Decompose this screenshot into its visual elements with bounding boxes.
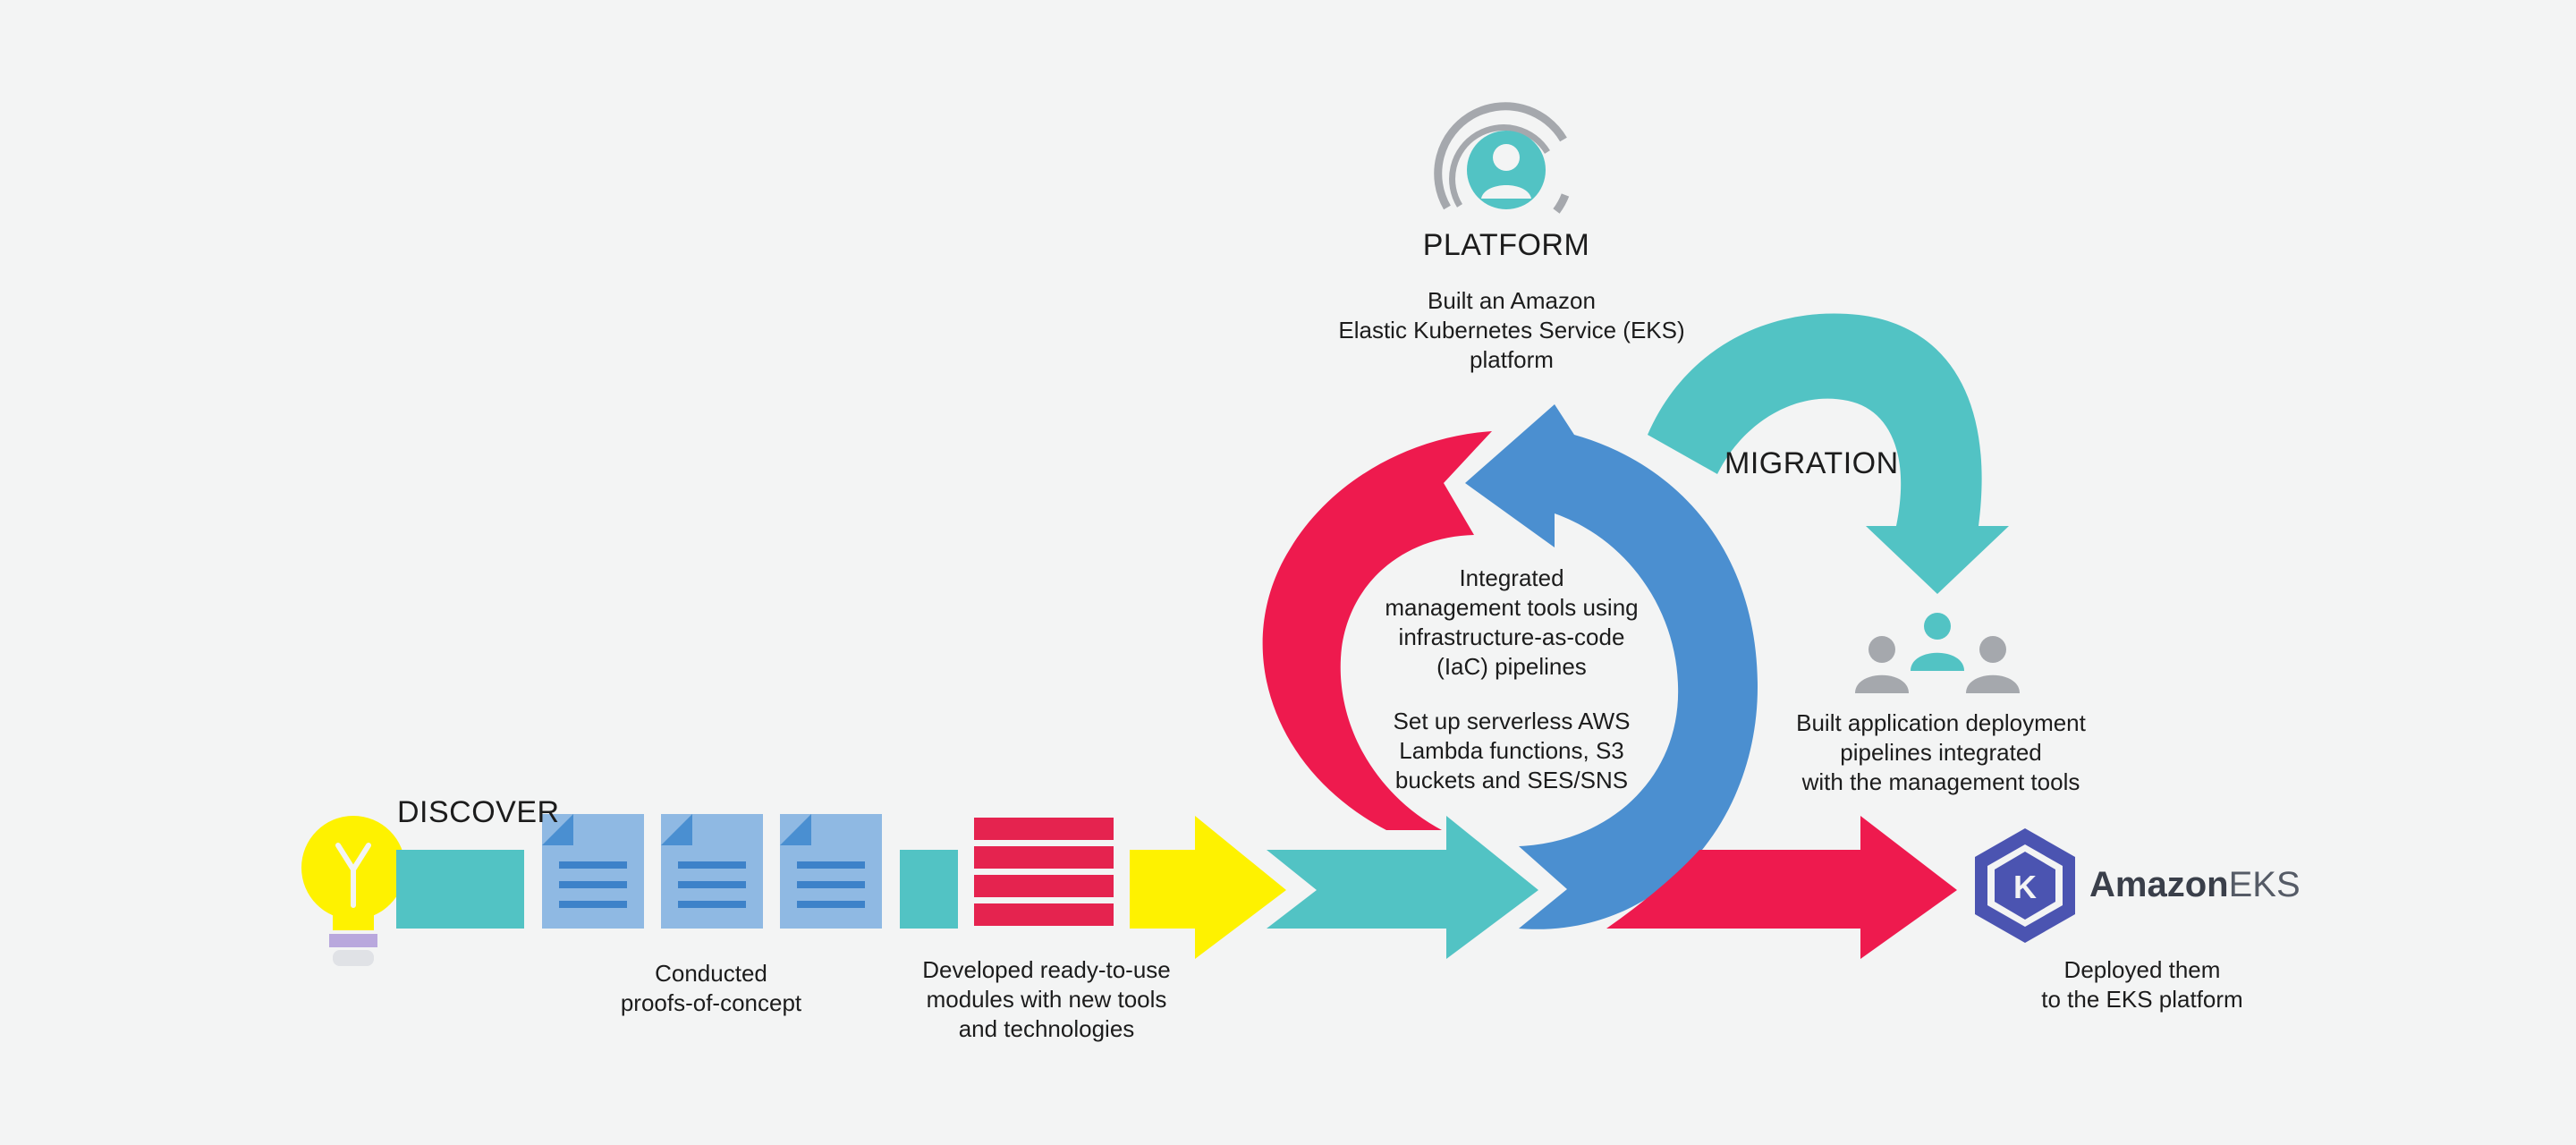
document-icon bbox=[780, 814, 882, 929]
platform-title: PLATFORM bbox=[1422, 228, 1590, 262]
pipelines-step-text: Built application deployment pipelines i… bbox=[1753, 708, 2129, 797]
modules-step-line: and technologies bbox=[958, 1015, 1135, 1042]
poc-step-text: Conducted proofs-of-concept bbox=[572, 959, 850, 1018]
lightbulb-icon bbox=[301, 816, 405, 966]
iac-step-line: management tools using bbox=[1385, 594, 1639, 621]
serverless-step-text: Set up serverless AWS Lambda functions, … bbox=[1342, 707, 1682, 795]
team-icon bbox=[1855, 613, 2020, 693]
yellow-arrow bbox=[1130, 816, 1286, 959]
connector-bar-1 bbox=[396, 850, 524, 929]
serverless-step-line: buckets and SES/SNS bbox=[1394, 767, 1629, 793]
document-icon bbox=[661, 814, 763, 929]
migration-title: MIGRATION bbox=[1724, 446, 1899, 480]
deploy-step-line: to the EKS platform bbox=[2041, 986, 2243, 1013]
amazon-eks-wordmark: AmazonEKS bbox=[2089, 865, 2301, 905]
modules-step-line: Developed ready-to-use bbox=[922, 956, 1171, 983]
crimson-arrow bbox=[1606, 816, 1957, 959]
cycle-arrow-red bbox=[1262, 431, 1492, 830]
amazon-eks-logo: K bbox=[1975, 828, 2075, 943]
connector-bar-2 bbox=[900, 850, 958, 929]
cycle-arrow-blue bbox=[1465, 404, 1758, 929]
iac-step-line: Integrated bbox=[1459, 564, 1564, 591]
document-icon bbox=[542, 814, 644, 929]
migration-arrow bbox=[1648, 313, 2009, 594]
pipelines-step-line: with the management tools bbox=[1801, 768, 2080, 795]
deploy-step-line: Deployed them bbox=[2063, 956, 2221, 983]
serverless-step-line: Set up serverless AWS bbox=[1393, 708, 1631, 734]
platform-description-line: Elastic Kubernetes Service (EKS) bbox=[1338, 317, 1685, 344]
eks-brand-text: Amazon bbox=[2089, 865, 2229, 904]
stacked-modules-icon bbox=[974, 818, 1114, 926]
user-profile-icon bbox=[1434, 102, 1570, 214]
pipelines-step-line: Built application deployment bbox=[1796, 709, 2086, 736]
discover-title: DISCOVER bbox=[397, 795, 560, 829]
platform-description-line: platform bbox=[1470, 346, 1554, 373]
deploy-step-text: Deployed them to the EKS platform bbox=[2012, 955, 2272, 1014]
platform-description: Built an Amazon Elastic Kubernetes Servi… bbox=[1288, 286, 1735, 375]
serverless-step-line: Lambda functions, S3 bbox=[1399, 737, 1624, 764]
iac-step-line: (IaC) pipelines bbox=[1436, 653, 1587, 680]
modules-step-text: Developed ready-to-use modules with new … bbox=[899, 955, 1194, 1044]
poc-step-line: proofs-of-concept bbox=[620, 989, 802, 1016]
iac-step-line: infrastructure-as-code bbox=[1398, 623, 1625, 650]
pipelines-step-line: pipelines integrated bbox=[1840, 739, 2042, 766]
platform-description-line: Built an Amazon bbox=[1428, 287, 1596, 314]
modules-step-line: modules with new tools bbox=[926, 986, 1167, 1013]
teal-arrow bbox=[1267, 816, 1538, 959]
eks-product-text: EKS bbox=[2228, 865, 2301, 904]
iac-step-text: Integrated management tools using infras… bbox=[1342, 564, 1682, 682]
svg-text:K: K bbox=[2013, 869, 2037, 905]
poc-step-line: Conducted bbox=[655, 960, 767, 987]
